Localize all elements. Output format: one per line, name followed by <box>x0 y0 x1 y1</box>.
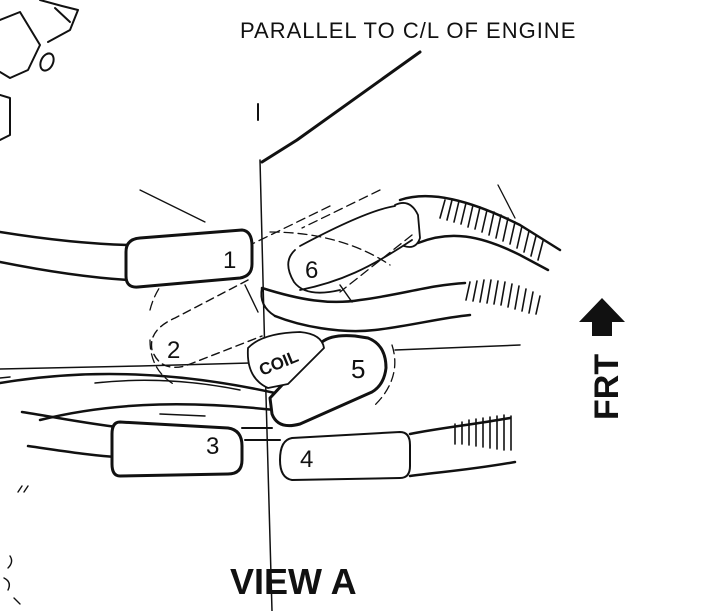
wire-loom <box>439 199 544 451</box>
engine-bracket <box>0 0 79 141</box>
boot-number-2: 2 <box>167 337 180 364</box>
boot-3 <box>20 410 281 478</box>
boot-2-wire <box>0 372 277 422</box>
boot-6 <box>287 184 562 294</box>
boot-5 <box>268 334 388 428</box>
boot-4 <box>279 416 517 481</box>
boot-2 <box>150 279 263 368</box>
boot-number-1: 1 <box>223 247 236 274</box>
coil-tower <box>246 331 325 389</box>
boot-number-5: 5 <box>351 354 365 384</box>
scan-marks <box>3 485 29 605</box>
parallel-note: PARALLEL TO C/L OF ENGINE <box>240 18 576 43</box>
up-arrow-icon <box>579 298 625 336</box>
engine-centerline-reference <box>260 50 422 164</box>
boot-5-wire <box>260 281 472 333</box>
boot-number-4: 4 <box>300 446 313 473</box>
front-direction-label: FRT <box>588 354 626 420</box>
boot-1 <box>0 189 254 289</box>
view-title: VIEW A <box>230 561 357 602</box>
boot-number-3: 3 <box>206 433 219 460</box>
boot-number-6: 6 <box>305 257 318 284</box>
